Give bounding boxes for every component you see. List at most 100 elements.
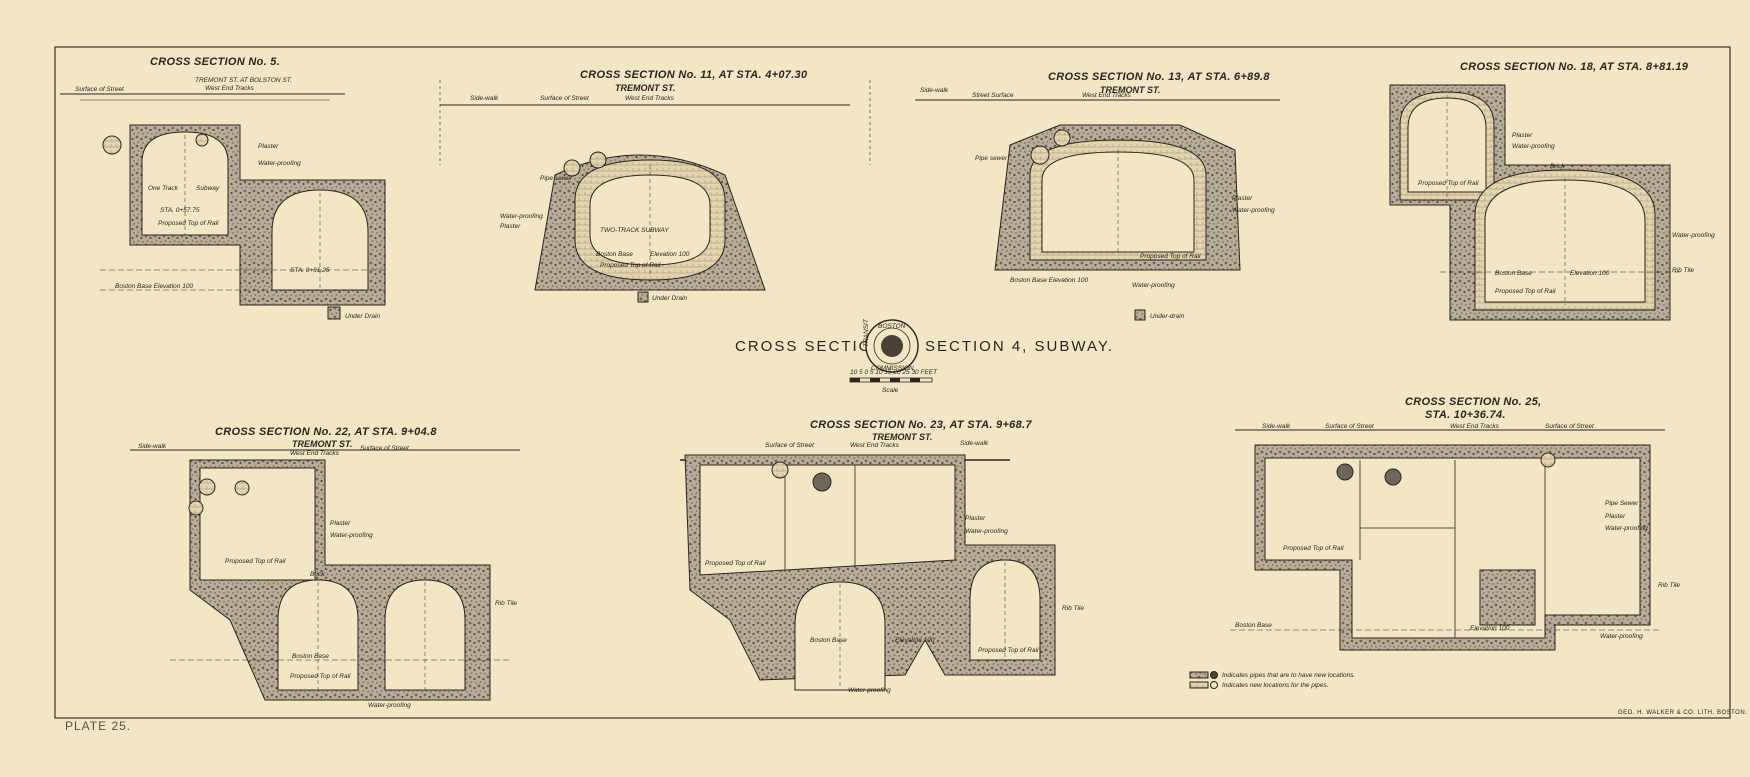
section-22-label-brick: Brick bbox=[310, 571, 325, 578]
scale-numbers: 10 5 0 5 10 15 20 25 30 FEET bbox=[850, 369, 938, 376]
section-5-label-tor: Proposed Top of Rail bbox=[158, 220, 219, 227]
section-18-label-brick: Brick bbox=[1550, 163, 1565, 170]
section-23-label-waterproof2: Water-proofing bbox=[848, 687, 891, 694]
section-25-label-street2: Surface of Street bbox=[1545, 423, 1595, 430]
section-18-label-waterproof: Water-proofing bbox=[1512, 143, 1555, 150]
section-23-label-rib: Rib Tile bbox=[1062, 605, 1084, 612]
section-25-label-rib: Rib Tile bbox=[1658, 582, 1680, 589]
section-23-label-waterproof: Water-proofing bbox=[965, 528, 1008, 535]
section-18-label-tor2: Proposed Top of Rail bbox=[1495, 288, 1556, 295]
legend-item-relocated: Indicates pipes that are to have new loc… bbox=[1222, 672, 1356, 679]
section-22-label-base: Boston Base bbox=[292, 653, 329, 660]
section-13-label-street: Street Surface bbox=[972, 92, 1014, 99]
printer-credit: GEO. H. WALKER & CO. LITH. BOSTON. bbox=[1618, 710, 1747, 716]
section-23-label-plaster: Plaster bbox=[965, 515, 986, 522]
section-11-label-street: Surface of Street bbox=[540, 95, 590, 102]
section-23: CROSS SECTION No. 23, AT STA. 9+68.7 TRE… bbox=[680, 419, 1084, 694]
section-5-label-sta1: STA. 0+57.75 bbox=[160, 207, 200, 214]
section-23-subtitle: TREMONT ST. bbox=[872, 432, 932, 442]
section-13-label-pipe: Pipe sewer bbox=[975, 155, 1008, 162]
section-13: CROSS SECTION No. 13, AT STA. 6+89.8 TRE… bbox=[915, 71, 1280, 321]
section-25-subtitle: STA. 10+36.74. bbox=[1425, 409, 1506, 421]
section-25-label-pipe: Pipe Sewer bbox=[1605, 500, 1639, 507]
section-11-label-subway: TWO-TRACK SUBWAY bbox=[600, 227, 669, 234]
section-22-label-waterproof2: Water-proofing bbox=[368, 702, 411, 709]
section-11-label-elev: Elevation 100 bbox=[650, 251, 690, 258]
section-18-title: CROSS SECTION No. 18, AT STA. 8+81.19 bbox=[1460, 61, 1689, 73]
section-5-label-tracks: West End Tracks bbox=[205, 85, 255, 92]
section-18-label-waterproof2: Water-proofing bbox=[1672, 232, 1715, 239]
section-22-label-plaster: Plaster bbox=[330, 520, 351, 527]
legend: Indicates pipes that are to have new loc… bbox=[1189, 671, 1356, 689]
section-13-label-sidewalk: Side-walk bbox=[920, 87, 949, 94]
section-11-label-waterproof: Water-proofing bbox=[500, 213, 543, 220]
section-25: CROSS SECTION No. 25, STA. 10+36.74. Sid… bbox=[1230, 396, 1680, 651]
section-23-label-tor1: Proposed Top of Rail bbox=[705, 560, 766, 567]
main-title-block: CROSS SECTIONS SECTION 4, SUBWAY. BOSTON… bbox=[735, 318, 1114, 394]
section-13-label-waterproof: Water-proofing bbox=[1232, 207, 1275, 214]
section-5-label-plaster: Plaster bbox=[258, 143, 279, 150]
section-5-label-sta2: STA. 0+61.25 bbox=[290, 267, 330, 274]
section-25-label-tor: Proposed Top of Rail bbox=[1283, 545, 1344, 552]
section-11-label-base: Boston Base bbox=[596, 251, 633, 258]
section-25-title: CROSS SECTION No. 25, bbox=[1405, 396, 1542, 408]
seal-left-text: TRANSIT bbox=[863, 318, 870, 347]
section-5-subtitle: TREMONT ST. AT BOLSTON ST. bbox=[195, 77, 292, 84]
section-22-label-rib: Rib Tile bbox=[495, 600, 517, 607]
section-18-label-elev: Elevation 100 bbox=[1570, 270, 1610, 277]
section-18-label-tor1: Proposed Top of Rail bbox=[1418, 180, 1479, 187]
section-13-label-tor: Proposed Top of Rail bbox=[1140, 253, 1201, 260]
section-23-label-base: Boston Base bbox=[810, 637, 847, 644]
section-11-subtitle: TREMONT ST. bbox=[615, 83, 675, 93]
section-23-label-elev: Elevation 100 bbox=[895, 637, 935, 644]
section-22-label-tor2: Proposed Top of Rail bbox=[290, 673, 351, 680]
section-5-label-waterproof: Water-proofing bbox=[258, 160, 301, 167]
section-22-subtitle: TREMONT ST. bbox=[292, 439, 352, 449]
section-11-label-underdrain: Under Drain bbox=[652, 295, 687, 302]
section-23-label-tracks: West End Tracks bbox=[850, 442, 900, 449]
section-23-title: CROSS SECTION No. 23, AT STA. 9+68.7 bbox=[810, 419, 1032, 431]
commission-seal: BOSTON TRANSIT COMMISSION bbox=[863, 318, 919, 373]
seal-bottom-text: COMMISSION bbox=[871, 365, 914, 372]
main-title-left: CROSS SECTIONS bbox=[735, 338, 897, 355]
section-22-label-tracks: West End Tracks bbox=[290, 450, 340, 457]
section-5-label-base: Boston Base Elevation 100 bbox=[115, 283, 193, 290]
section-25-label-waterproof: Water-proofing bbox=[1605, 525, 1648, 532]
section-5: CROSS SECTION No. 5. TREMONT ST. AT BOLS… bbox=[60, 56, 386, 320]
section-11-label-sidewalk: Side-walk bbox=[470, 95, 499, 102]
scale-bar: 10 5 0 5 10 15 20 25 30 FEET Scale bbox=[849, 369, 938, 394]
section-22-label-street: Surface of Street bbox=[360, 445, 410, 452]
section-22-label-waterproof: Water-proofing bbox=[330, 532, 373, 539]
section-5-label-onetrack: One Track bbox=[148, 185, 179, 192]
plate-number: PLATE 25. bbox=[65, 719, 131, 733]
main-title-right: SECTION 4, SUBWAY. bbox=[925, 338, 1114, 355]
section-11-label-pipe: Pipe sewer bbox=[540, 175, 573, 182]
section-25-label-sidewalk: Side-walk bbox=[1262, 423, 1291, 430]
section-13-label-base: Boston Base Elevation 100 bbox=[1010, 277, 1088, 284]
section-22-label-sidewalk: Side-walk bbox=[138, 443, 167, 450]
section-25-label-base: Boston Base bbox=[1235, 622, 1272, 629]
section-13-label-waterproof2: Water-proofing bbox=[1132, 282, 1175, 289]
section-25-label-elev: Elevation 100 bbox=[1470, 625, 1510, 632]
section-25-label-waterproof2: Water-proofing bbox=[1600, 633, 1643, 640]
legend-item-new: Indicates new locations for the pipes. bbox=[1222, 682, 1329, 689]
section-23-label-sidewalk: Side-walk bbox=[960, 440, 989, 447]
section-18-label-base: Boston Base bbox=[1495, 270, 1532, 277]
section-18-label-plaster: Plaster bbox=[1512, 132, 1533, 139]
section-22-title: CROSS SECTION No. 22, AT STA. 9+04.8 bbox=[215, 426, 437, 438]
section-23-label-street: Surface of Street bbox=[765, 442, 815, 449]
section-11-title: CROSS SECTION No. 11, AT STA. 4+07.30 bbox=[580, 69, 808, 81]
seal-top-text: BOSTON bbox=[878, 323, 906, 330]
section-11-label-tor: Proposed Top of Rail bbox=[600, 262, 661, 269]
section-5-label-underdrain: Under Drain bbox=[345, 313, 380, 320]
section-18-label-rib: Rib Tile bbox=[1672, 267, 1694, 274]
section-5-title: CROSS SECTION No. 5. bbox=[150, 56, 280, 68]
section-25-label-tracks: West End Tracks bbox=[1450, 423, 1500, 430]
section-11-label-tracks: West End Tracks bbox=[625, 95, 675, 102]
section-11: CROSS SECTION No. 11, AT STA. 4+07.30 TR… bbox=[439, 69, 871, 303]
section-5-label-street: Surface of Street bbox=[75, 86, 125, 93]
section-22: CROSS SECTION No. 22, AT STA. 9+04.8 TRE… bbox=[130, 426, 520, 709]
section-18: CROSS SECTION No. 18, AT STA. 8+81.19 Pl… bbox=[1389, 61, 1715, 321]
section-13-label-plaster: Plaster bbox=[1232, 195, 1253, 202]
section-11-label-plaster: Plaster bbox=[500, 223, 521, 230]
